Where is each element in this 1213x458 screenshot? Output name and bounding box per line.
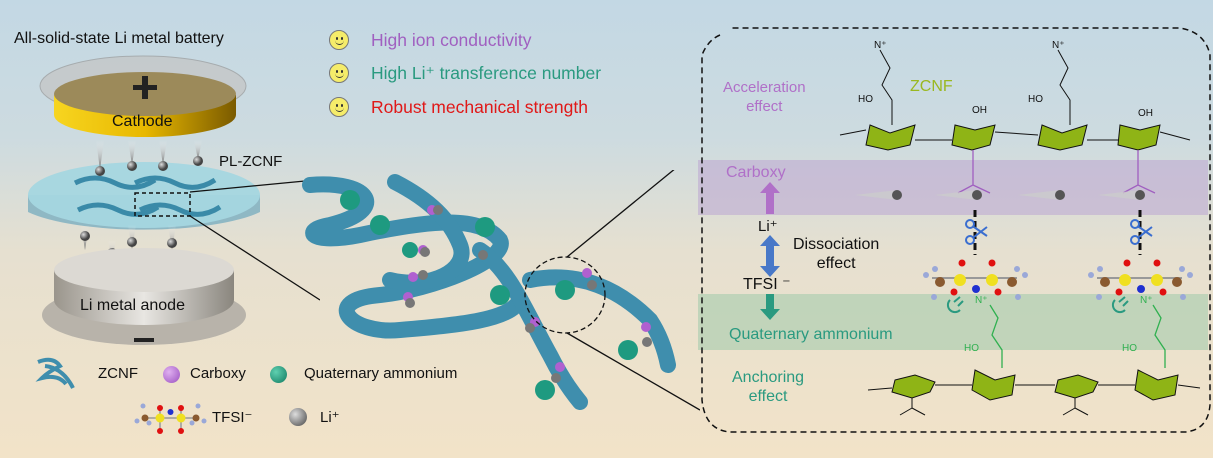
chem-label: N⁺ (975, 295, 988, 306)
anode-label: Li metal anode (80, 297, 185, 314)
zcnf-fiber-icon (35, 357, 75, 389)
property-item: High ion conductivity (371, 30, 532, 50)
carboxy-label: Carboxy (726, 164, 786, 181)
legend-label: Li⁺ (320, 409, 340, 426)
chem-label: HO (964, 343, 979, 354)
tfsi-label: TFSI ⁻ (743, 276, 791, 293)
quaternary-ammonium-band (698, 294, 1208, 350)
chem-label: OH (972, 105, 987, 116)
zoom-box (134, 192, 191, 217)
tfsi-molecule-icon (134, 403, 207, 434)
smiley-icon (329, 63, 349, 83)
legend-label: Carboxy (190, 365, 246, 382)
legend-label: TFSI⁻ (212, 409, 253, 426)
li-ion-label: Li⁺ (758, 218, 778, 235)
zcnf-fiber-network (302, 170, 700, 411)
magnet-icon (946, 296, 1129, 314)
cathode-label: Cathode (112, 113, 173, 130)
cathode-disc (39, 55, 247, 137)
carboxy-sphere-icon (163, 366, 180, 383)
carboxy-band (698, 160, 1208, 215)
down-arrow-icon (760, 294, 780, 320)
chem-label: HO (858, 94, 873, 105)
property-item: Robust mechanical strength (371, 97, 588, 117)
li-ion-sphere-icon (289, 408, 307, 426)
li-ion-trails (855, 190, 1145, 200)
legend-label: ZCNF (98, 365, 138, 382)
electrolyte-label: PL-ZCNF (219, 153, 283, 170)
electrolyte-disc (28, 162, 260, 230)
property-item: High Li⁺ transference number (371, 63, 602, 83)
legend-label: Quaternary ammonium (304, 365, 458, 382)
scissors-icon (965, 219, 1153, 245)
smiley-icon (329, 30, 349, 50)
quaternary-ammonium-sphere-icon (270, 366, 287, 383)
chem-label: HO (1122, 343, 1137, 354)
dashed-frame (701, 27, 1211, 433)
chem-label: N⁺ (1140, 295, 1153, 306)
chem-label: N⁺ (874, 40, 887, 51)
chem-label: N⁺ (1052, 40, 1065, 51)
dissociation-effect-label: Dissociation effect (793, 236, 880, 272)
quaternary-ammonium-label: Quaternary ammonium (729, 326, 893, 343)
smiley-icon (329, 97, 349, 117)
anode-disc (42, 248, 246, 345)
anchoring-effect-label: Anchoring effect (732, 369, 805, 405)
mechanism-panel (701, 27, 1211, 433)
sugar-rings-top (865, 124, 1161, 151)
up-arrow-icon (760, 182, 780, 214)
zoom-circle (524, 256, 606, 334)
tfsi-molecules (923, 259, 1193, 300)
double-arrow-icon (760, 235, 780, 277)
chem-label: HO (1028, 94, 1043, 105)
acceleration-effect-label: Acceleration effect (723, 79, 806, 115)
zcnf-label: ZCNF (910, 78, 953, 95)
chem-label: OH (1138, 108, 1153, 119)
battery-illustration (28, 55, 320, 345)
sugar-rings-bottom (891, 369, 1179, 401)
figure-title: All-solid-state Li metal battery (14, 30, 224, 47)
